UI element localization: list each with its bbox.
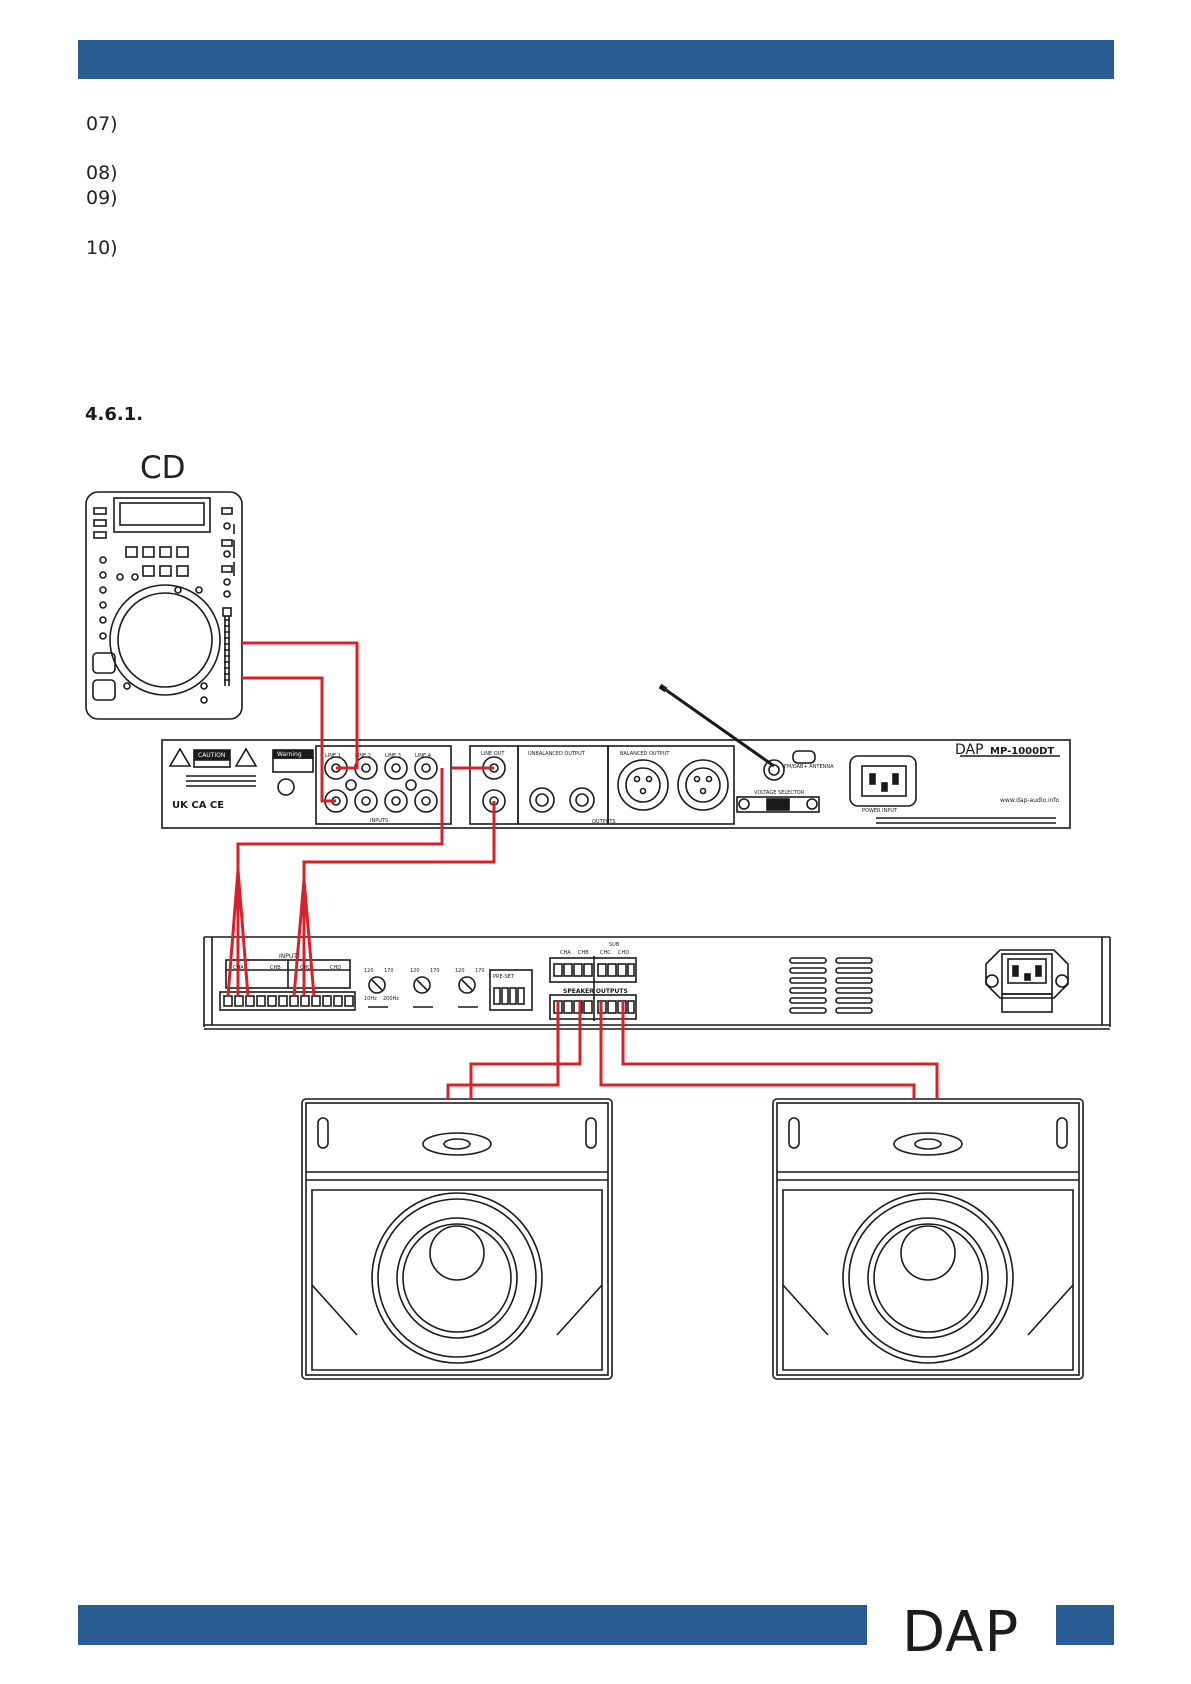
preset-label: PRE-SET: [493, 974, 515, 980]
line-label: LINE 1: [325, 753, 341, 759]
line-label: LINE 3: [385, 753, 401, 759]
caution-label: CAUTION: [198, 752, 225, 759]
speaker-left: [301, 1098, 613, 1380]
mixer-website: www.dap-audio.info: [1000, 797, 1060, 804]
freq-label: 170: [430, 968, 440, 974]
mixer-brand: DAP: [955, 742, 984, 758]
freq-label: 170: [384, 968, 394, 974]
freq-label: 170: [475, 968, 485, 974]
amp-channel-label: CHA: [560, 950, 571, 956]
freq-label: 120: [364, 968, 374, 974]
warning-label: Warning: [277, 751, 302, 758]
cd-player-label: CD: [140, 450, 186, 486]
list-item-number: 10): [86, 237, 118, 259]
list-item-number: 09): [86, 187, 118, 209]
sub-label: SUB: [609, 942, 620, 948]
freq-label: 10Hz: [364, 996, 377, 1002]
list-item-number: 07): [86, 113, 118, 135]
balanced-label: BALANCED OUTPUT: [620, 751, 670, 757]
header-bar: [78, 40, 1114, 79]
power-input-label: POWER INPUT: [862, 808, 898, 814]
amp-input-label: INPUT: [279, 953, 297, 960]
amp-channel-label: CHB: [270, 965, 281, 971]
inputs-label: INPUTS: [370, 818, 388, 824]
footer-page-box: [1056, 1605, 1114, 1645]
amp-channel-label: CHD: [330, 965, 341, 971]
speaker-outputs-label: SPEAKER OUTPUTS: [563, 988, 628, 995]
footer-brand: DAP: [902, 1600, 1020, 1665]
amp-channel-label: CHD: [618, 950, 629, 956]
amp-channel-label: CHA: [233, 965, 244, 971]
freq-label: 120: [410, 968, 420, 974]
unbalanced-label: UNBALANCED OUTPUT: [528, 751, 586, 757]
line-label: LINE 4: [415, 753, 431, 759]
mixer-rear-panel: [161, 683, 1071, 829]
voltage-selector-label: VOLTAGE SELECTOR: [754, 790, 805, 796]
amp-channel-label: CHB: [578, 950, 589, 956]
compliance-marks: UK CA CE: [172, 800, 224, 811]
section-heading: 4.6.1.: [85, 404, 144, 425]
amp-channel-label: CHC: [600, 950, 611, 956]
line-label: LINE 2: [355, 753, 371, 759]
speaker-right: [772, 1098, 1084, 1380]
outputs-label: OUTPUTS: [592, 819, 616, 825]
list-item-number: 08): [86, 162, 118, 184]
amplifier-rear-panel: [203, 936, 1111, 1030]
cd-player: [85, 491, 243, 720]
amp-channel-label: CHC: [300, 965, 311, 971]
mixer-model: MP-1000DT: [990, 746, 1054, 757]
freq-label: 120: [455, 968, 465, 974]
antenna-label: FM/DAB+ ANTENNA: [784, 764, 834, 770]
footer-bar: [78, 1605, 867, 1645]
line-out-label: LINE OUT: [481, 751, 505, 757]
signal-cables: [226, 641, 939, 1099]
freq-label: 200Hz: [383, 996, 399, 1002]
